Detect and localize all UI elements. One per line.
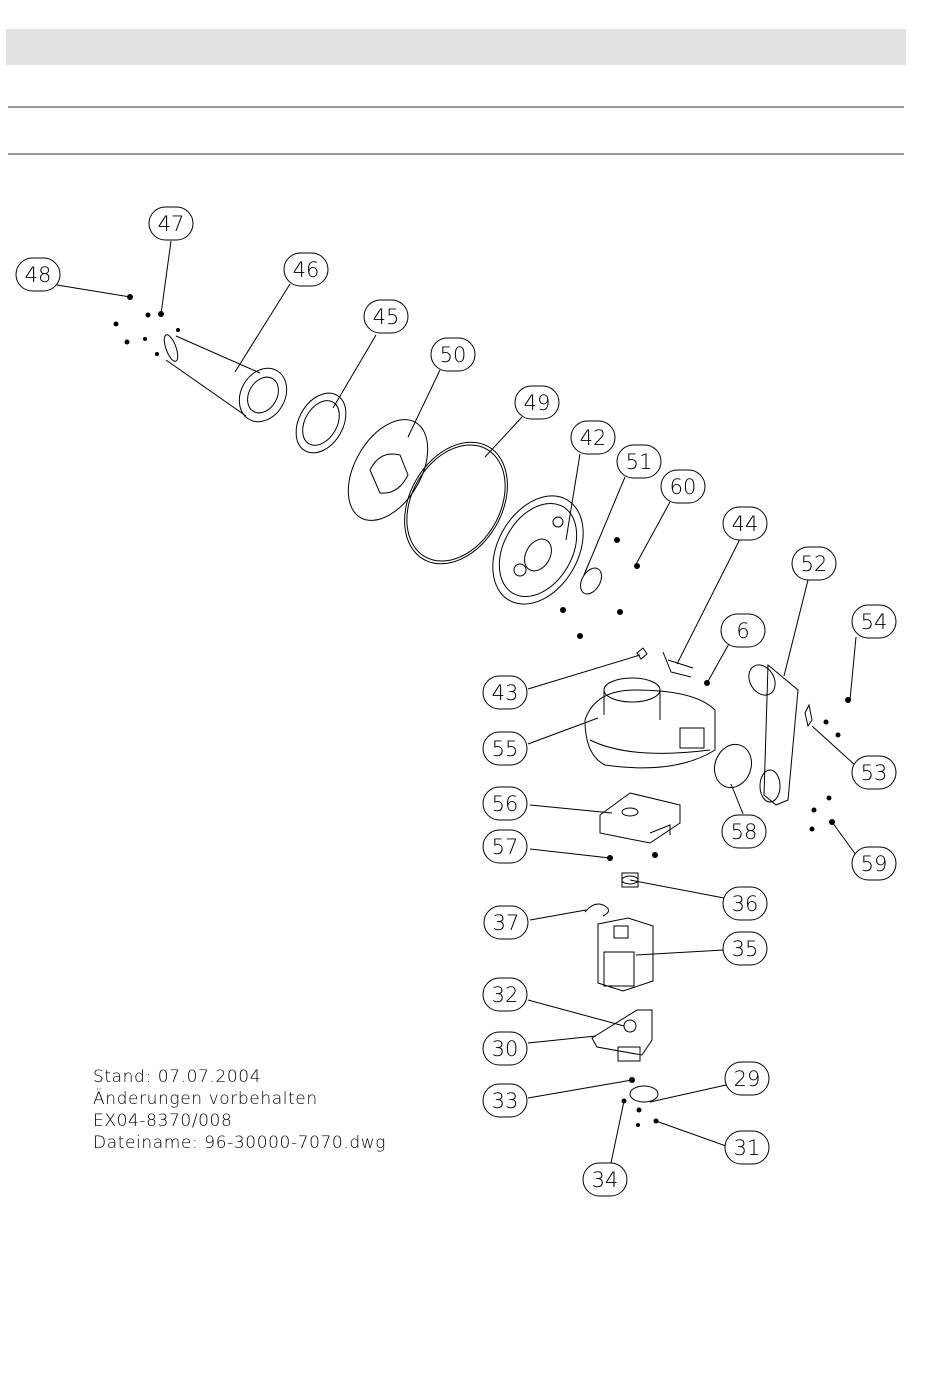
document-number: EX04-8370/008 [93, 1110, 386, 1132]
callout-53: 53 [852, 756, 896, 789]
callout-29: 29 [725, 1062, 769, 1095]
callout-30: 30 [483, 1032, 527, 1065]
callout-59: 59 [852, 847, 896, 880]
callout-45: 45 [364, 300, 408, 333]
burner-flange [474, 480, 601, 620]
callout-label: 49 [524, 391, 551, 415]
callout-label: 31 [734, 1136, 761, 1160]
callout-47: 47 [149, 207, 193, 240]
callout-48: 48 [16, 258, 60, 291]
cable-clip [585, 904, 609, 916]
gas-flange [630, 1086, 658, 1102]
callout-label: 57 [492, 835, 519, 859]
callout-label: 35 [732, 937, 759, 961]
changes-reserved-note: Änderungen vorbehalten [93, 1088, 386, 1110]
callout-37: 37 [484, 906, 528, 939]
callout-label: 45 [373, 305, 400, 329]
callout-label: 53 [861, 761, 888, 785]
callout-label: 55 [492, 737, 519, 761]
callout-6: 6 [721, 614, 765, 647]
burner-tube [162, 333, 297, 430]
callout-label: 56 [492, 792, 519, 816]
callout-label: 54 [861, 610, 888, 634]
callout-46: 46 [284, 253, 328, 286]
fasteners [114, 294, 852, 1127]
callout-50: 50 [431, 338, 475, 371]
callout-60: 60 [661, 470, 705, 503]
callout-label: 60 [670, 475, 697, 499]
callout-43: 43 [483, 676, 527, 709]
revision-date: Stand: 07.07.2004 [93, 1066, 386, 1088]
base-plate [600, 793, 680, 843]
callout-label: 50 [440, 343, 467, 367]
callout-label: 44 [732, 512, 759, 536]
callout-label: 6 [736, 619, 749, 643]
callout-label: 58 [731, 820, 758, 844]
drawing-metadata: Stand: 07.07.2004 Änderungen vorbehalten… [93, 1066, 386, 1154]
callout-label: 33 [492, 1089, 519, 1113]
fan-housing [585, 678, 715, 768]
callout-label: 43 [492, 681, 519, 705]
callout-32: 32 [483, 978, 527, 1011]
seal-ring [576, 564, 606, 597]
file-name: Dateiname: 96-30000-7070.dwg [93, 1132, 386, 1154]
callout-label: 51 [626, 450, 653, 474]
callout-51: 51 [617, 445, 661, 478]
callout-34: 34 [583, 1163, 627, 1196]
callout-35: 35 [723, 932, 767, 965]
callout-label: 59 [861, 852, 888, 876]
callout-label: 42 [580, 426, 607, 450]
callout-55: 55 [483, 732, 527, 765]
callout-33: 33 [483, 1084, 527, 1117]
callout-42: 42 [571, 421, 615, 454]
callout-57: 57 [483, 830, 527, 863]
ignition-electrode [663, 652, 693, 677]
cover-gasket [709, 739, 758, 793]
callout-54: 54 [852, 605, 896, 638]
callout-52: 52 [792, 547, 836, 580]
bracket [805, 705, 812, 726]
callout-36: 36 [723, 887, 767, 920]
callout-label: 30 [492, 1037, 519, 1061]
callout-label: 46 [293, 258, 320, 282]
callout-label: 52 [801, 552, 828, 576]
callout-58: 58 [722, 815, 766, 848]
callout-label: 47 [158, 212, 185, 236]
callout-49: 49 [515, 386, 559, 419]
o-ring [384, 424, 529, 583]
air-duct [744, 660, 798, 805]
callout-label: 34 [592, 1168, 619, 1192]
callout-label: 29 [734, 1067, 761, 1091]
callout-56: 56 [483, 787, 527, 820]
callout-label: 37 [493, 911, 520, 935]
callout-label: 36 [732, 892, 759, 916]
gas-pipe [592, 1010, 652, 1061]
clip [637, 648, 647, 659]
gasket-ring [286, 384, 356, 461]
mounting-plate [332, 406, 444, 534]
callout-31: 31 [725, 1131, 769, 1164]
callout-44: 44 [723, 507, 767, 540]
callout-label: 48 [25, 263, 52, 287]
leader-lines [57, 241, 856, 1163]
callout-label: 32 [492, 983, 519, 1007]
